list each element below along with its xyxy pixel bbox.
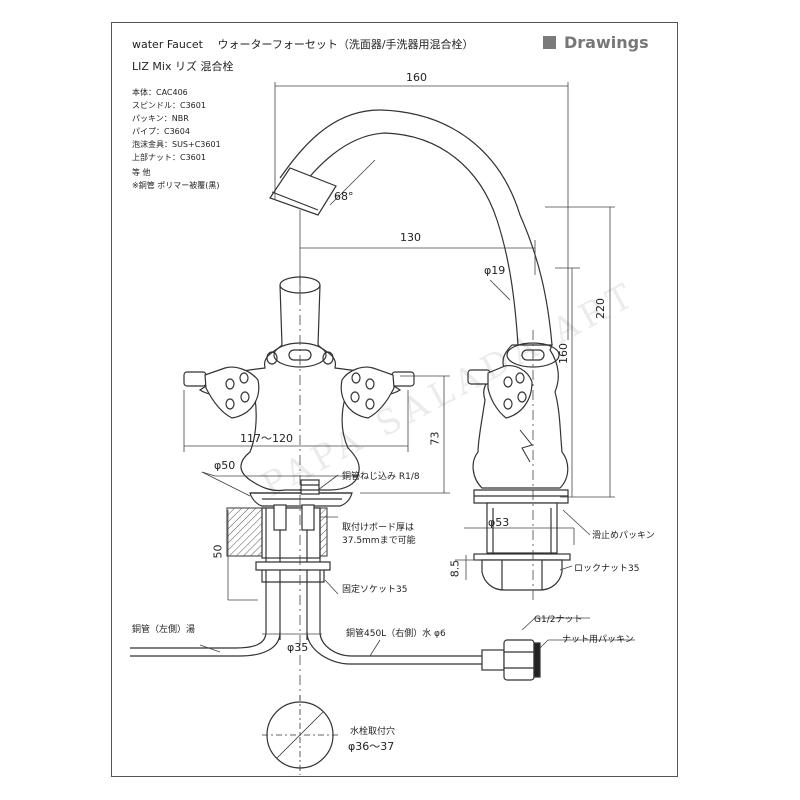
dim-73: 73: [428, 431, 442, 446]
label-fixed-socket: 固定ソケット35: [342, 585, 408, 595]
label-nut-packing: ナット用パッキン: [562, 635, 634, 645]
dim-phi35: φ35: [287, 641, 309, 654]
spec-body: 本体：CAC406: [132, 88, 188, 97]
dim-130: 130: [400, 231, 421, 244]
spec-pipe: パイプ：C3604: [132, 127, 190, 136]
spec-packing: パッキン：NBR: [132, 114, 189, 123]
left-hot-handle: [183, 366, 260, 419]
copper-left-pipe: [130, 631, 281, 657]
spec-upper-nut: 上部ナット：C3601: [132, 153, 206, 162]
drawings-badge: Drawings: [543, 33, 649, 52]
label-board-thickness-1: 取付けボード厚は: [342, 523, 415, 533]
aerator: [269, 167, 337, 216]
dim-50: 50: [211, 544, 225, 559]
spout-outer: [279, 109, 553, 346]
g-half-nut: [503, 639, 535, 681]
dim-angle: 68°: [334, 190, 354, 203]
label-anti-slip-packing: 滑止めパッキン: [592, 531, 655, 541]
spec-aerator: 泡沫金具：SUS+C3601: [132, 140, 221, 149]
right-handle: [467, 365, 533, 419]
label-copper-right: 銅管450L（右側）水 φ6: [346, 629, 446, 639]
spec-note: ※銅管 ポリマー被覆(黒): [132, 181, 220, 190]
label-lock-nut: ロックナット35: [574, 564, 640, 574]
left-cold-handle: [340, 366, 415, 419]
lock-nut: [481, 559, 563, 591]
dim-220: 220: [594, 298, 607, 319]
label-board-thickness-2: 37.5mmまで可能: [342, 536, 416, 546]
drawing-subtitle: LIZ Mix リズ 混合栓: [132, 60, 234, 73]
spec-spindle: スピンドル：C3601: [132, 101, 206, 110]
dim-117-120: 117〜120: [240, 432, 293, 445]
mounting-hole: [262, 695, 338, 775]
spec-etc: 等 他: [132, 168, 151, 177]
label-mount-hole-size: φ36〜37: [348, 740, 395, 753]
label-copper-left: 銅管（左側）湯: [132, 625, 196, 635]
label-g-half-nut: G1/2ナット: [534, 615, 583, 625]
square-icon: [543, 36, 556, 49]
dim-160-top: 160: [406, 71, 427, 84]
dim-8-5: 8.5: [448, 559, 462, 578]
spout-inner: [294, 132, 519, 346]
dim-160-vert: 160: [557, 343, 570, 364]
drawing-sheet: [111, 22, 678, 777]
drawings-label: Drawings: [564, 33, 649, 52]
fixed-socket: [255, 561, 331, 571]
dim-phi53: φ53: [488, 516, 510, 529]
label-mount-hole-title: 水栓取付穴: [350, 727, 396, 737]
dim-phi19: φ19: [484, 264, 506, 277]
drawing-title: water Faucet ウォーターフォーセット（洗面器/手洗器用混合栓）: [132, 38, 474, 51]
dim-phi50: φ50: [214, 459, 236, 472]
label-copper-thread: 銅管ねじ込み R1/8: [342, 472, 420, 482]
copper-right-pipe: [306, 631, 482, 665]
